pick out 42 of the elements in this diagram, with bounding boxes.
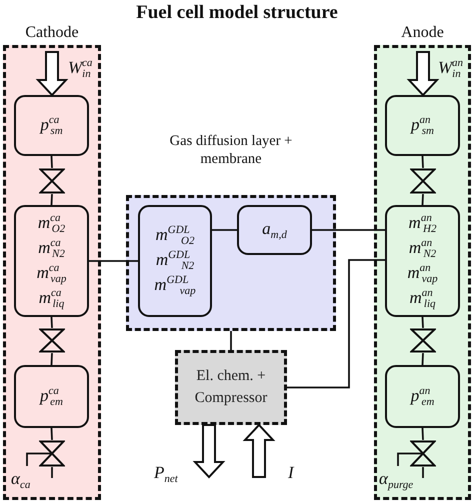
state-box [385, 95, 460, 156]
group-heading: Anode [401, 23, 444, 43]
connector-line [287, 259, 385, 388]
block-arrow [36, 51, 68, 96]
edge-label: α$_{purge}$ [379, 469, 414, 491]
connector-line [26, 452, 52, 466]
connector-line [50, 316, 53, 328]
state-box [385, 365, 460, 428]
state-box [14, 205, 89, 317]
connector-line [422, 156, 424, 168]
state-box [14, 365, 89, 428]
connector-line [397, 452, 423, 466]
edge-label: α$_{ca}$ [11, 469, 30, 491]
connector-line [50, 428, 53, 440]
block-arrow [192, 424, 226, 478]
connector-line [50, 156, 53, 168]
connector-line [230, 331, 232, 350]
group-heading: Cathode [25, 23, 79, 43]
connector-line [422, 352, 424, 366]
block-arrow [406, 51, 440, 96]
connector-line [89, 260, 138, 262]
connector-line [50, 352, 53, 366]
block-arrow [242, 424, 276, 478]
edge-label: P$_{net}$ [154, 463, 178, 485]
connector-line [422, 316, 424, 328]
state-box [138, 205, 212, 317]
connector-line [422, 194, 424, 206]
math-variable: a$_{m,d}$ [262, 220, 287, 240]
connector-line [50, 194, 53, 206]
edge-label: I [288, 463, 294, 483]
state-box [14, 95, 89, 156]
diagram-title: Fuel cell model structure [136, 2, 338, 23]
state-box [385, 205, 460, 317]
state-box [237, 205, 312, 255]
process-box [175, 350, 287, 425]
connector-line [212, 229, 237, 231]
connector-line [312, 229, 385, 231]
group-heading: Gas diffusion layer + membrane [168, 132, 294, 168]
connector-line [51, 467, 53, 478]
connector-line [422, 467, 424, 478]
connector-line [422, 428, 424, 440]
process-label: El. chem. + Compressor [194, 366, 268, 408]
